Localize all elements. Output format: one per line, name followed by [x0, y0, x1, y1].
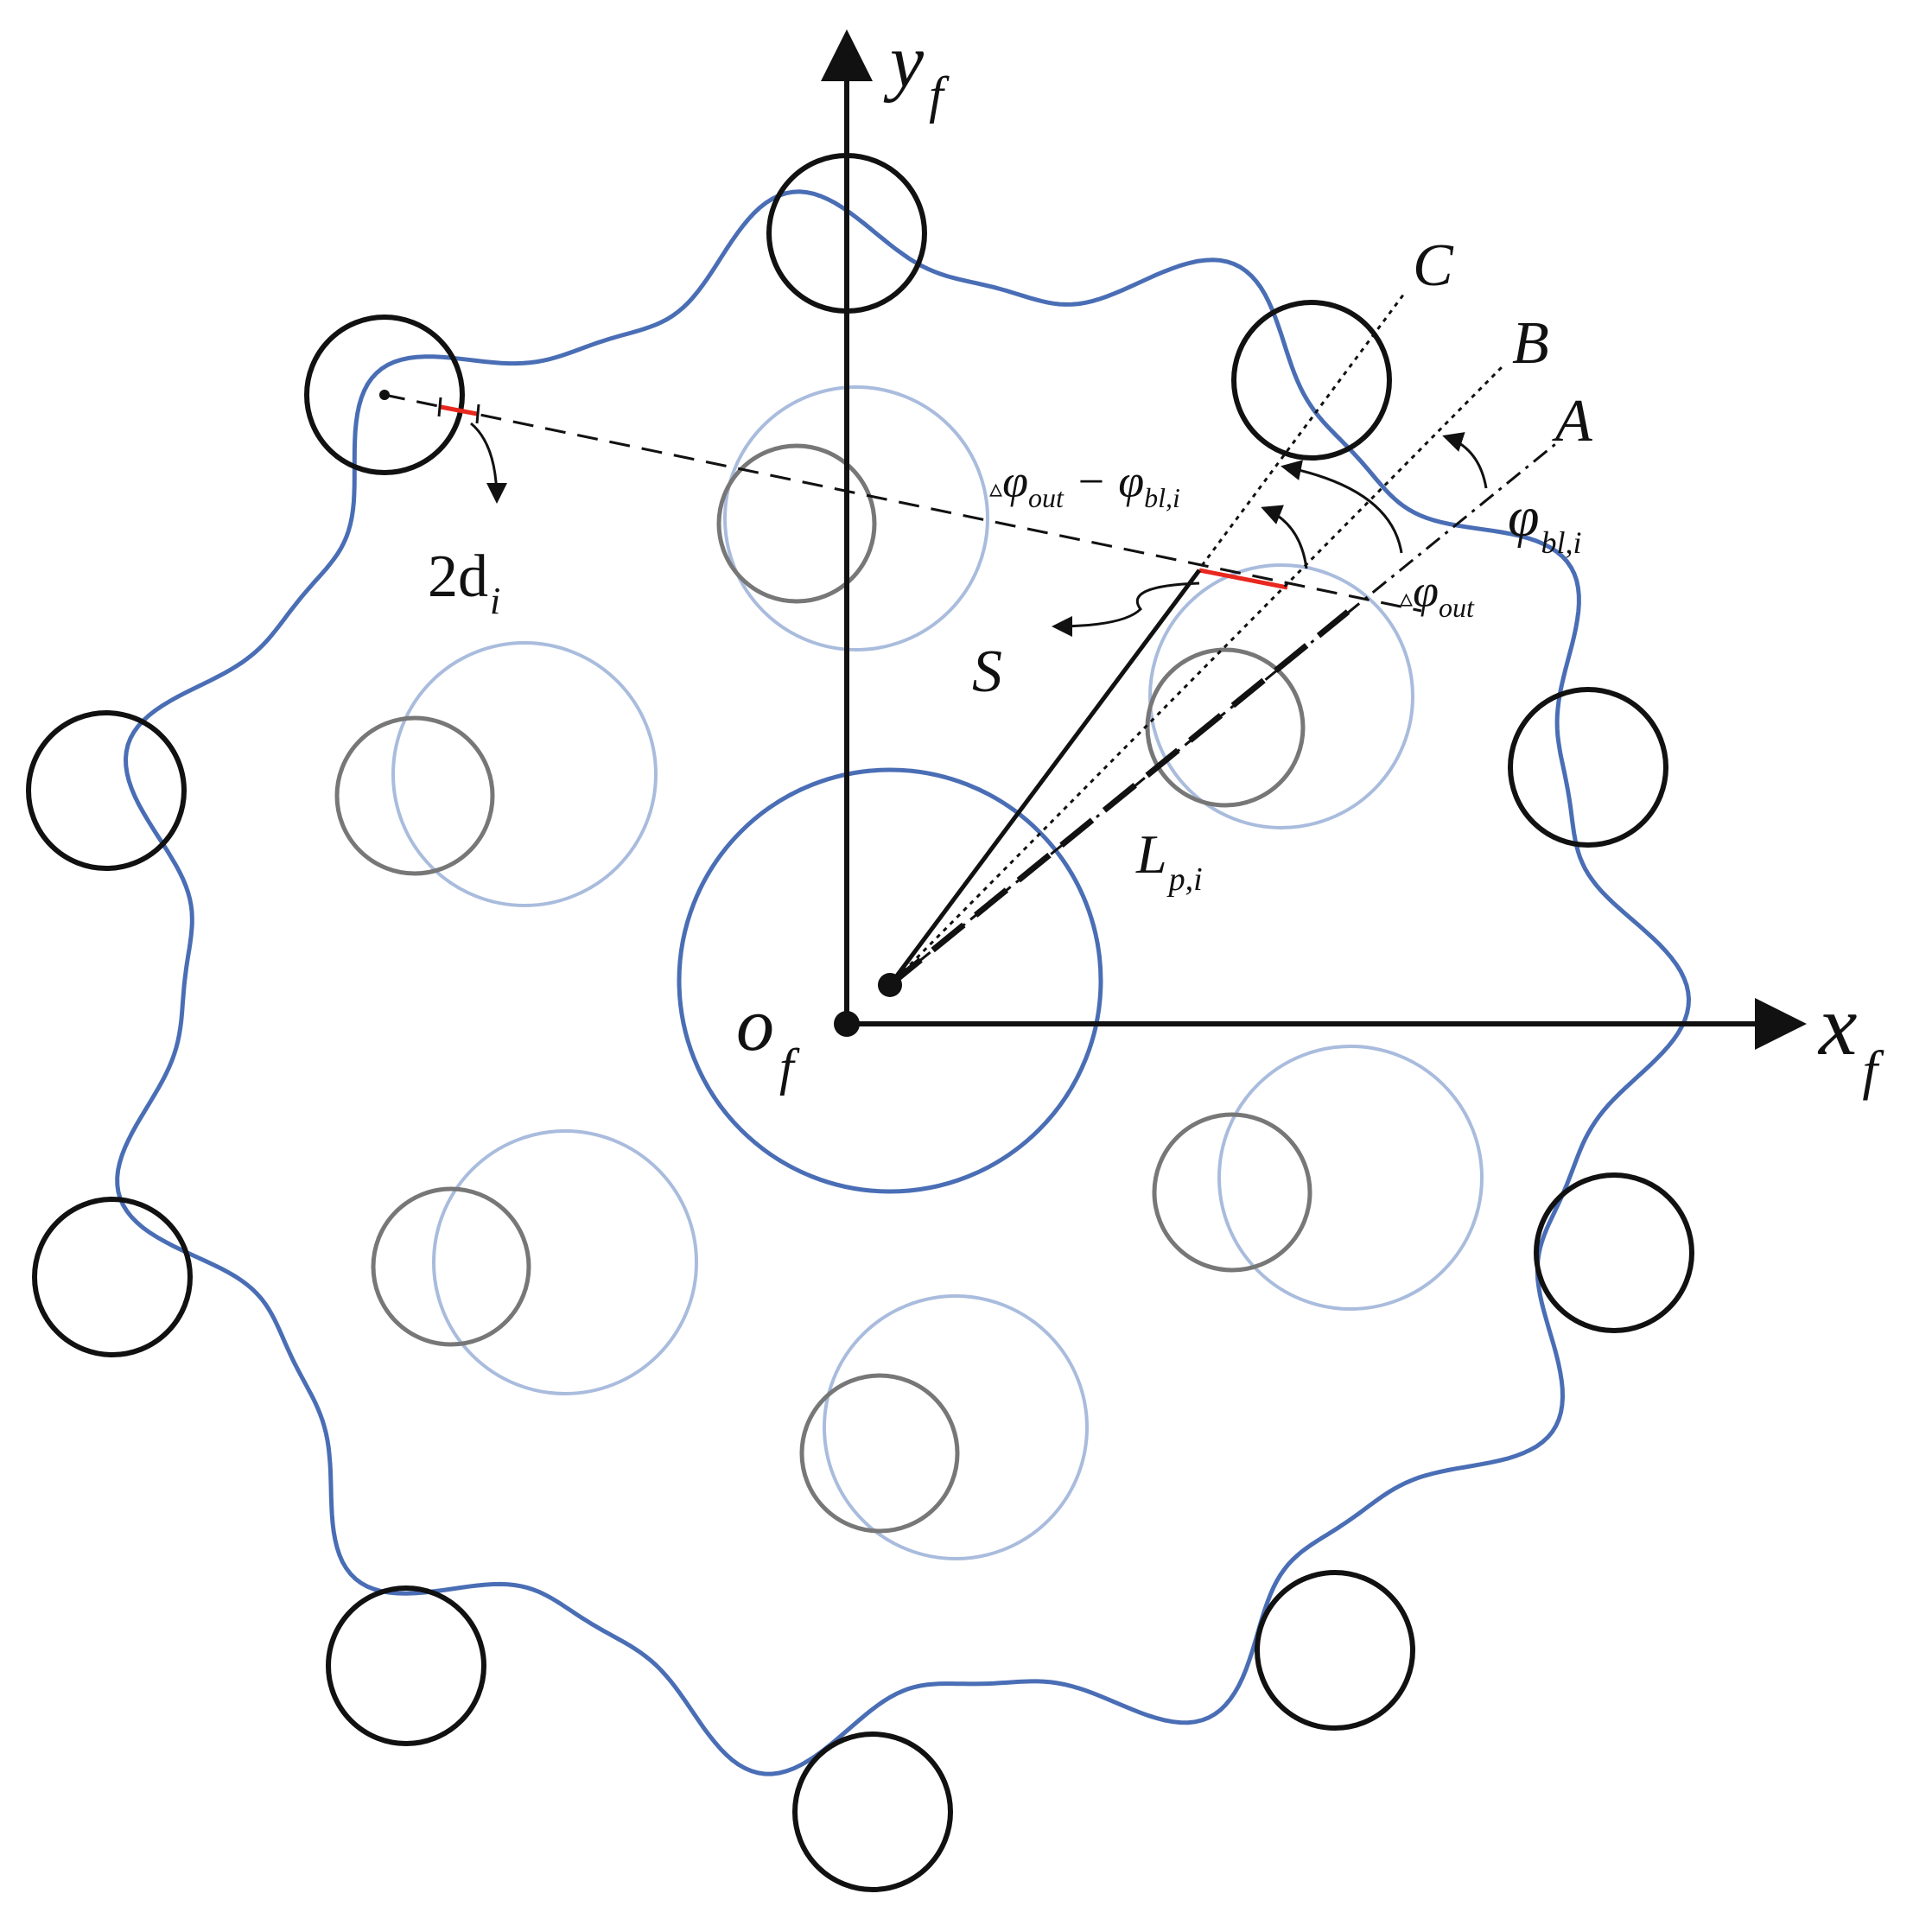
output-roller	[334, 715, 495, 876]
x-axis-label: xf	[1817, 977, 1884, 1101]
label-Lp: Lp,i	[1135, 823, 1203, 898]
output-roller	[1145, 647, 1306, 808]
eccentric-center-dot	[878, 973, 902, 997]
label-2d: 2di	[428, 543, 500, 622]
backlash-segment-red	[1198, 568, 1288, 590]
line-B	[888, 365, 1503, 987]
label-A: A	[1552, 388, 1592, 454]
output-pin-hole	[391, 641, 658, 907]
output-pin-hole	[1217, 1045, 1484, 1311]
central-hole-circle	[677, 767, 1103, 1194]
clearance-segment-red	[440, 404, 478, 416]
pin-center-dot	[379, 390, 390, 400]
housing-pin-circle	[1255, 1570, 1415, 1731]
housing-pin-circle	[304, 315, 465, 475]
housing-pin-circle	[792, 1732, 953, 1892]
housing-pin-circle	[32, 1197, 193, 1357]
label-phi-bl: φbl,i	[1508, 486, 1582, 560]
label-C: C	[1413, 232, 1454, 299]
label-B: B	[1512, 310, 1549, 377]
output-pin-hole	[723, 385, 989, 651]
output-pin-hole	[823, 1294, 1089, 1560]
output-roller	[716, 443, 877, 604]
line-C	[888, 293, 1406, 986]
origin-dot	[834, 1011, 860, 1037]
output-roller	[371, 1186, 531, 1347]
housing-pin-circle	[26, 710, 187, 871]
tick-right	[475, 403, 480, 424]
output-pin-hole	[1148, 563, 1414, 829]
dashed-reference-line	[384, 393, 1422, 613]
clearance-arrow	[470, 422, 507, 504]
output-pin-holes	[334, 385, 1484, 1560]
arc-delta-phi-out	[1281, 460, 1403, 554]
arc-phi-bl	[1442, 432, 1488, 489]
arc-S-pointer	[1052, 581, 1200, 637]
arc-delta-phi-minus-phibl	[1261, 505, 1308, 569]
housing-pin-circle	[1231, 300, 1392, 461]
label-delta-phi-out: ▵φout	[1400, 565, 1475, 623]
label-S: S	[972, 639, 1002, 705]
housing-pin-circle	[1508, 687, 1668, 848]
housing-pin-circle	[326, 1585, 486, 1746]
output-roller	[799, 1373, 960, 1534]
output-pin-hole	[432, 1129, 698, 1395]
line-Lp	[887, 609, 1350, 988]
tick-left	[437, 397, 442, 417]
output-roller	[1152, 1112, 1312, 1273]
cycloid-disc-profile	[115, 189, 1692, 1776]
label-delta-phi-minus-phibl: ▵φout − φbl,i	[989, 455, 1180, 513]
housing-pin-circle	[1534, 1172, 1694, 1333]
